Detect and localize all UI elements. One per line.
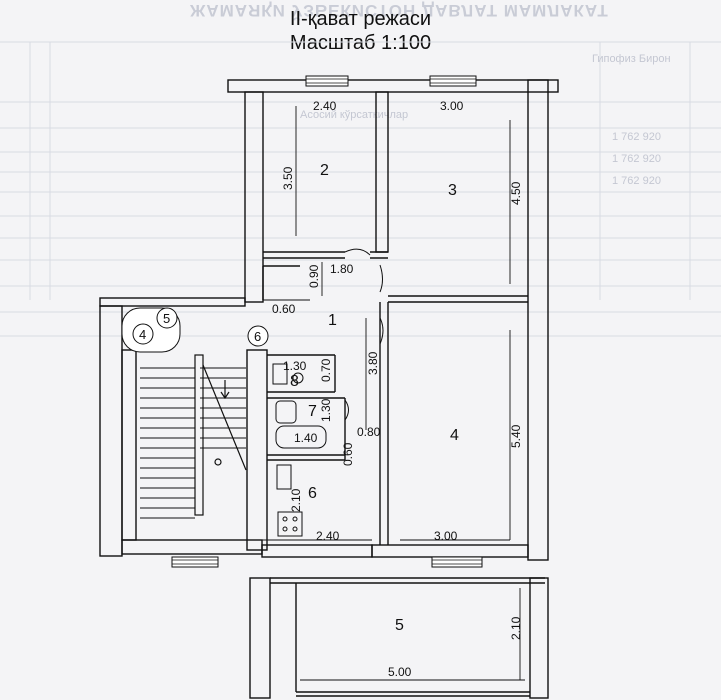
ghost-v3: 1 762 920 [612,175,661,187]
dim-0-60: 0.60 [272,302,296,316]
stair-treads [140,367,246,519]
marker-4: 4 [139,327,146,342]
room-8-label: 8 [290,373,299,390]
dim-1-80: 1.80 [330,262,354,276]
dim-3-00-top: 3.00 [440,99,464,113]
room-1-label: 1 [328,312,337,329]
dim-3-50: 3.50 [281,166,295,190]
marker-5: 5 [163,311,170,326]
dim-3-00-bottom: 3.00 [434,529,458,543]
dimension-lines [262,106,525,681]
room-3-label: 3 [448,182,457,199]
ghost-col2: Асосий кўрсаткичлар [300,109,408,121]
dim-2-10b: 2.10 [509,616,523,640]
stair-rail [194,354,247,516]
circle-markers [121,307,269,353]
dim-0-90: 0.90 [307,264,321,288]
room-2-label: 2 [320,162,329,179]
room-5-label: 5 [395,617,404,634]
fixtures [272,248,384,537]
dim-0-70: 0.70 [319,358,333,382]
dim-0-60b: 0.60 [341,442,355,466]
window-lines [172,78,482,565]
dim-2-40-top: 2.40 [313,99,337,113]
room-6-label: 6 [308,485,317,502]
dim-5-40: 5.40 [509,424,523,448]
room-4-label: 4 [450,427,459,444]
dim-1-40: 1.40 [294,431,318,445]
walls [99,79,559,699]
dim-5-00: 5.00 [388,665,412,679]
dim-0-80: 0.80 [357,425,381,439]
dim-1-30b: 1.30 [319,398,333,422]
ghost-col1: Гипофиз Бирон [592,53,671,65]
dim-1-30a: 1.30 [283,359,307,373]
room-7-label: 7 [308,403,317,420]
ghost-v2: 1 762 920 [612,153,661,165]
dim-2-10a: 2.10 [289,488,303,512]
dim-4-50: 4.50 [509,181,523,205]
plan-scale: Масштаб 1:100 [289,32,432,54]
marker-6: 6 [254,329,261,344]
ghost-table [0,41,721,337]
windows [171,75,483,568]
plan-title: II-қават режаси [289,8,432,30]
dim-2-40-bottom: 2.40 [316,529,340,543]
ghost-v1: 1 762 920 [612,131,661,143]
dim-3-80: 3.80 [366,351,380,375]
